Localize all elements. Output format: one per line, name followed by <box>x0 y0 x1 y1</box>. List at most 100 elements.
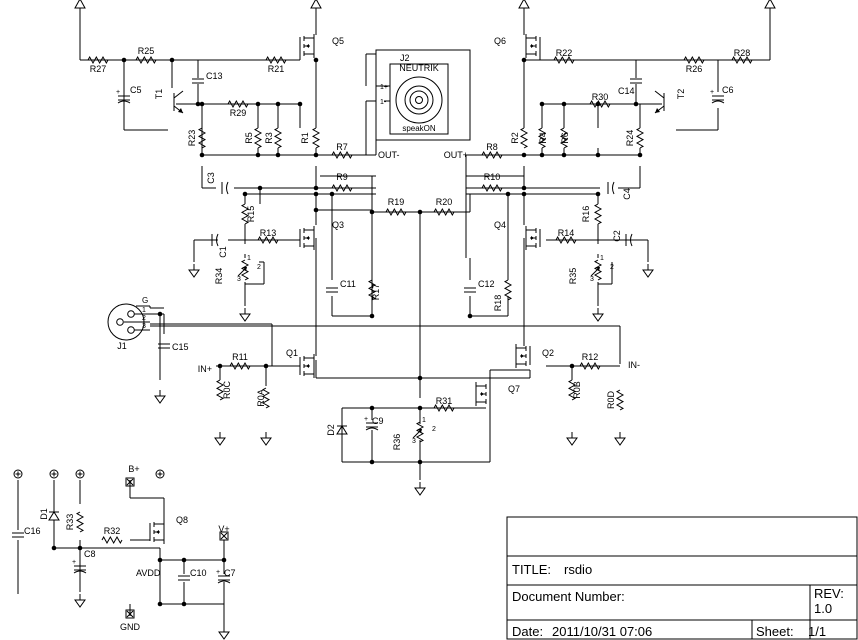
net-label-in-minus: IN- <box>628 360 640 370</box>
resistor: R22 <box>553 48 575 65</box>
resistor: R13 <box>257 228 279 245</box>
capacitor: + C5 <box>116 85 142 104</box>
pin-label: 1 <box>142 307 146 314</box>
ref-label: C3 <box>206 172 216 184</box>
capacitor: C12 <box>464 279 495 293</box>
resistor: R0B <box>567 379 582 401</box>
ref-label: R1 <box>300 132 310 144</box>
resistor: R27 <box>87 55 109 74</box>
ref-label: R31 <box>436 396 453 406</box>
resistor: R2 <box>510 127 529 149</box>
connector-model-label: speakON <box>402 124 436 133</box>
resistor: R10 <box>481 172 503 193</box>
ground-symbol <box>74 594 86 608</box>
capacitor: C15 <box>158 342 189 352</box>
resistor: R9 <box>331 172 353 193</box>
capacitor: +C8 <box>72 549 96 574</box>
resistor: R30 <box>589 92 611 109</box>
document-number-label: Document Number: <box>512 589 625 604</box>
ref-label: C5 <box>130 85 142 95</box>
pot-pin-label: 2 <box>257 264 261 271</box>
resistor: R18 <box>493 279 513 312</box>
pin-label: 1- <box>380 99 387 106</box>
ref-label: R3 <box>264 132 274 144</box>
resistor: R12 <box>579 352 601 371</box>
ref-label: R7 <box>336 142 348 152</box>
pot-pin-label: 2 <box>610 264 614 271</box>
ground-symbol <box>566 432 578 446</box>
ref-label: R0A <box>256 389 266 407</box>
bjt-transistor: T2 <box>654 89 686 114</box>
ref-label: Q8 <box>176 515 188 525</box>
capacitor: C14 <box>618 78 642 96</box>
ground-symbol <box>592 308 604 322</box>
capacitor: +C7 <box>216 568 236 584</box>
ref-label: R23 <box>187 130 197 147</box>
resistor: R17 <box>367 279 381 301</box>
ref-label: R8 <box>486 142 498 152</box>
ref-label: R10 <box>484 172 501 182</box>
ref-label: R21 <box>268 64 285 74</box>
pin-label: 1+ <box>380 84 388 91</box>
ref-label: C7 <box>224 568 236 578</box>
date-value: 2011/10/31 07:06 <box>552 624 652 639</box>
ref-label: R15 <box>246 206 256 223</box>
title-label: TITLE: <box>512 562 551 577</box>
resistor: R0C <box>215 379 232 401</box>
ref-label: T2 <box>676 89 686 100</box>
resistor: R31 <box>433 396 455 413</box>
resistor: R19 <box>385 197 407 217</box>
ref-label: C16 <box>24 526 41 536</box>
ref-label: R14 <box>558 228 575 238</box>
diode: D1 <box>39 508 60 521</box>
ref-label: R33 <box>65 514 75 531</box>
pot-pin-label: 3 <box>412 438 416 445</box>
net-label-b-plus: B+ <box>128 464 139 474</box>
ref-label: R29 <box>230 108 247 118</box>
capacitor: +C9 <box>364 416 384 431</box>
resistor: R6 <box>559 127 570 149</box>
ref-label: R27 <box>90 64 107 74</box>
port-symbol <box>125 609 135 619</box>
revision-label: REV: <box>814 586 844 601</box>
net-label-out-plus: OUT+ <box>444 150 468 160</box>
polarity-mark: + <box>116 89 120 96</box>
pin-label: 2 <box>142 315 146 322</box>
date-label: Date: <box>512 624 543 639</box>
capacitor: +C6 <box>710 85 734 104</box>
ground-symbol <box>154 390 166 404</box>
bjt-transistor: T1 <box>154 89 184 114</box>
supply-arrow <box>518 0 530 16</box>
pin-label: G <box>142 296 148 305</box>
ground-symbol <box>414 482 426 496</box>
net-label-avdd: AVDD <box>136 568 161 578</box>
port-symbol <box>125 477 135 487</box>
polarity-mark: + <box>364 416 368 423</box>
ref-label: R19 <box>388 197 405 207</box>
ground-symbol <box>642 264 654 278</box>
ref-label: R13 <box>260 228 277 238</box>
ref-label: C2 <box>612 230 622 242</box>
mosfet-transistor: Q7 <box>475 382 520 406</box>
ref-label: R17 <box>371 284 381 301</box>
resistor: R33 <box>65 511 85 533</box>
ref-label: R4 <box>538 132 548 144</box>
ref-label: R18 <box>493 295 503 312</box>
resistor: R14 <box>555 228 577 245</box>
ref-label: C8 <box>84 549 96 559</box>
capacitor: C10 <box>178 568 207 581</box>
supply-arrow <box>310 0 322 16</box>
sheet-value: 1/1 <box>808 624 826 639</box>
resistor: R1 <box>300 127 321 149</box>
capacitor: C1 <box>211 233 228 258</box>
ref-label: C4 <box>622 188 632 200</box>
pin-label: 3 <box>142 323 146 330</box>
resistor: R16 <box>581 203 603 225</box>
ref-label: C15 <box>172 342 189 352</box>
title-value: rsdio <box>564 562 592 577</box>
ref-label: Q5 <box>332 36 344 46</box>
connector-brand-label: NEUTRIK <box>399 63 439 73</box>
capacitor: C16 <box>12 526 41 538</box>
